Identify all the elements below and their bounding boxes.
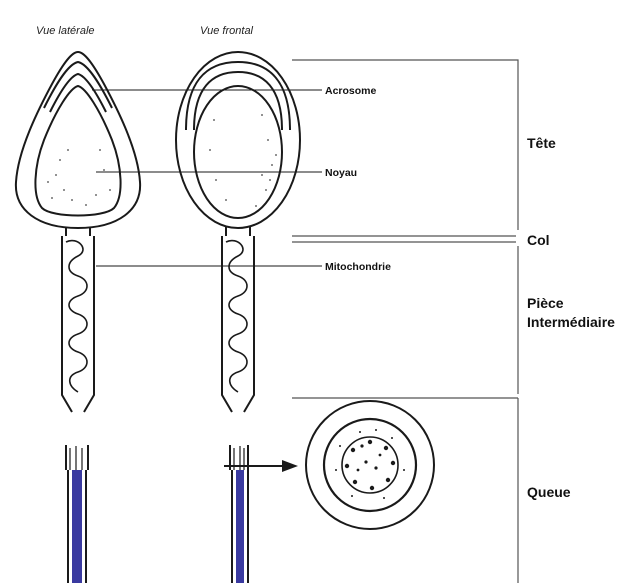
region-label-queue: Queue <box>527 484 571 500</box>
section-arrow <box>224 460 298 472</box>
lateral-tail-wiggle <box>70 446 82 470</box>
lateral-spiral <box>66 241 87 392</box>
region-label-piece-1: Pièce <box>527 295 564 311</box>
lateral-tail-top <box>66 445 88 470</box>
frontal-spiral <box>226 241 247 392</box>
view-label-lateral: Vue latérale <box>36 25 95 37</box>
frontal-tail-core <box>236 470 244 583</box>
frontal-acrosome-inner <box>194 72 282 130</box>
section-dots <box>335 429 405 499</box>
view-label-frontal: Vue frontal <box>200 25 254 37</box>
section-middle-ring <box>324 419 416 511</box>
label-noyau: Noyau <box>325 167 357 179</box>
section-inner-ring <box>342 437 398 493</box>
lateral-neck <box>66 228 90 236</box>
region-brackets <box>292 60 518 583</box>
section-outer-ring <box>306 401 434 529</box>
label-mitochondrie: Mitochondrie <box>325 261 391 273</box>
arrow-head-icon <box>282 460 298 472</box>
tail-cross-section <box>306 401 434 529</box>
label-acrosome: Acrosome <box>325 85 377 97</box>
lateral-head-outline <box>16 52 140 228</box>
region-label-tete: Tête <box>527 135 556 151</box>
lateral-midpiece <box>62 236 94 412</box>
lateral-acrosome-inner <box>50 74 106 112</box>
region-label-col: Col <box>527 232 550 248</box>
lateral-nucleus <box>35 86 120 216</box>
frontal-midpiece <box>222 236 254 412</box>
frontal-nucleus <box>194 86 282 218</box>
lateral-tail-core <box>72 470 82 583</box>
region-label-piece-2: Intermédiaire <box>527 314 615 330</box>
leader-lines <box>92 90 322 266</box>
nucleus-stipple <box>47 114 277 207</box>
